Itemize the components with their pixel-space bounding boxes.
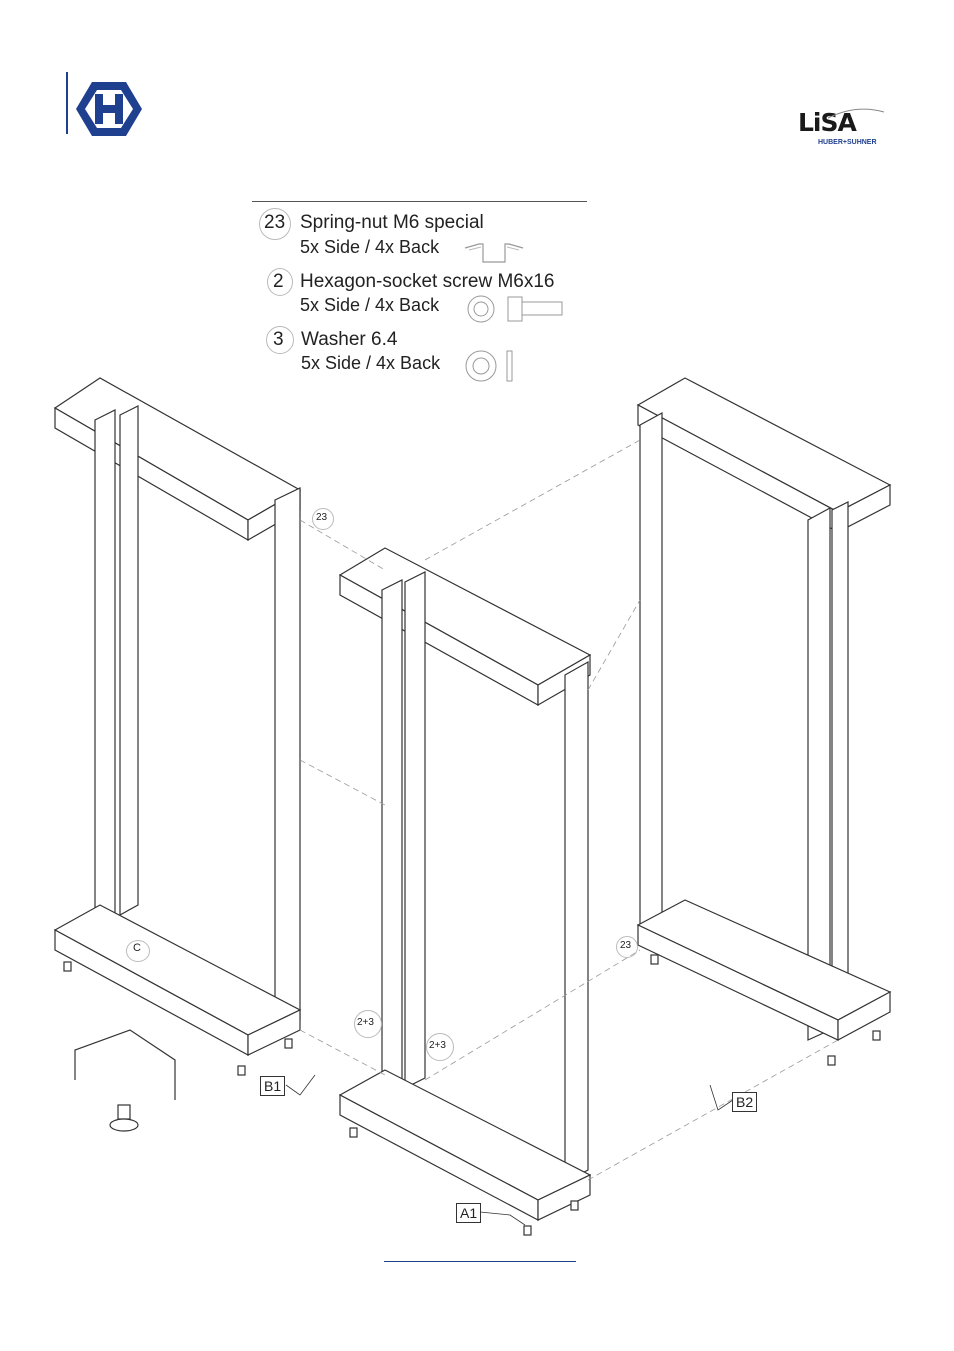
rack-assembly-diagram <box>53 377 892 1236</box>
part-number: 3 <box>273 329 284 350</box>
spring-nut-icon <box>464 243 524 263</box>
callout-2-3: 2+3 <box>429 1040 446 1051</box>
callout-2-3: 2+3 <box>357 1017 374 1028</box>
rack-feet <box>63 954 881 1236</box>
side-frame-right <box>636 377 892 1042</box>
center-frame <box>338 547 592 1221</box>
callout-circle <box>126 940 150 962</box>
part-quantity: 5x Side / 4x Back <box>301 353 441 373</box>
part-number-badge <box>259 208 291 240</box>
logo-divider <box>66 72 68 134</box>
lisa-logo-sub: HUBER+SUHNER <box>818 139 877 146</box>
callout-23: 23 <box>316 512 328 523</box>
part-quantity: 5x Side / 4x Back <box>300 237 440 257</box>
part-name: Spring-nut M6 special <box>300 212 484 233</box>
callout-circle <box>354 1010 382 1038</box>
callout-23: 23 <box>620 940 632 951</box>
washer-icon <box>465 350 513 382</box>
screw-icon <box>467 295 563 323</box>
callout-circle <box>426 1033 454 1061</box>
part-number-badge <box>266 326 294 354</box>
label-b1: B1 <box>260 1076 286 1096</box>
part-quantity: 5x Side / 4x Back <box>300 295 440 315</box>
swoosh-icon <box>827 108 885 119</box>
part-name: Washer 6.4 <box>301 329 398 350</box>
callout-circle <box>312 508 334 530</box>
foot-detail-inset <box>74 1029 176 1132</box>
callout-circle <box>616 936 638 958</box>
lisa-logo-word: LiSA <box>798 108 857 137</box>
label-b2: B2 <box>732 1092 758 1112</box>
legend-rule <box>252 201 587 202</box>
detail-callout-c: C <box>133 942 141 954</box>
alignment-lines <box>299 439 839 1181</box>
part-number: 2 <box>273 271 284 292</box>
footer-link-underline[interactable] <box>384 1261 576 1262</box>
part-name: Hexagon-socket screw M6x16 <box>300 271 555 292</box>
part-number-badge <box>267 268 293 296</box>
huber-suhner-logo <box>76 82 142 136</box>
side-frame-left <box>53 377 302 1057</box>
lisa-logo: LiSA HUBER+SUHNER <box>796 106 888 152</box>
label-a1: A1 <box>456 1203 482 1223</box>
part-number: 23 <box>264 212 286 233</box>
